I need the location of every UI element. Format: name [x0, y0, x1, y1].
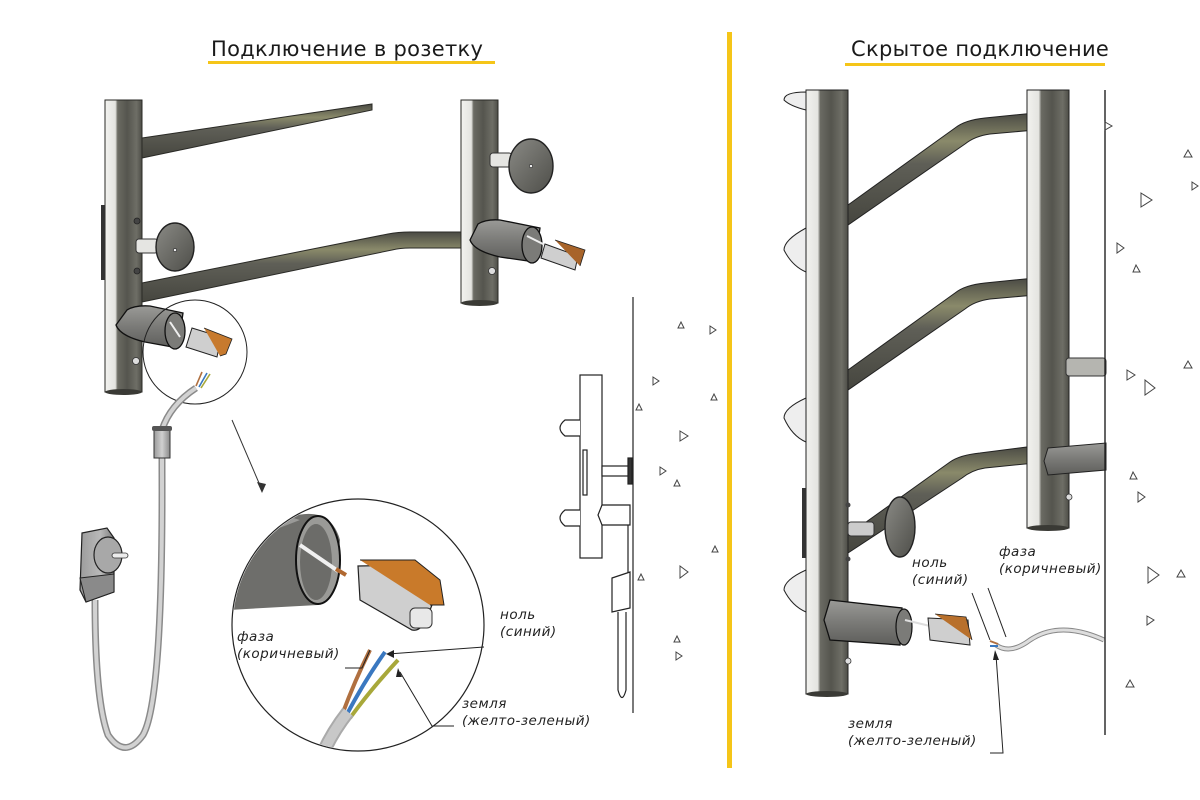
wire-yellow-green	[348, 658, 400, 720]
ground-text: земля	[462, 696, 507, 712]
right-phase-label: фаза (коричневый)	[999, 544, 1102, 578]
ground-color-text: (желто-зеленый)	[848, 733, 977, 749]
wall-concrete-texture-right	[1104, 121, 1199, 688]
right-neutral-label: ноль (синий)	[912, 555, 969, 589]
detail-arrow	[231, 419, 263, 491]
phase-color-text: (коричневый)	[999, 561, 1102, 577]
phase-color-text: (коричневый)	[237, 646, 340, 662]
neutral-text: ноль	[912, 555, 948, 571]
detail-callout-circle	[142, 299, 248, 405]
wall-mount-left	[135, 222, 195, 272]
side-view-wall-mount	[559, 297, 634, 713]
rail-2	[847, 277, 1036, 391]
left-ground-label: земля (желто-зеленый)	[462, 696, 591, 730]
left-panel-title: Подключение в розетку	[211, 37, 484, 61]
connection-sleeve-right	[469, 219, 586, 271]
wire-blue	[344, 650, 387, 717]
wall-mount-right	[489, 138, 554, 194]
rail-3	[847, 445, 1036, 554]
phase-text: фаза	[999, 544, 1037, 560]
left-phase-label: фаза (коричневый)	[237, 629, 340, 663]
right-title-underline	[845, 63, 1105, 66]
neutral-color-text: (синий)	[500, 624, 557, 640]
ground-color-text: (желто-зеленый)	[462, 713, 591, 729]
panel-divider	[727, 32, 732, 768]
left-towel-rail	[79, 99, 586, 751]
right-towel-rail	[783, 89, 1107, 754]
power-plug	[79, 527, 129, 603]
top-crossbar	[141, 103, 373, 159]
left-neutral-label: ноль (синий)	[500, 607, 557, 641]
wall-concrete-texture-left	[635, 320, 719, 661]
ground-text: земля	[848, 716, 893, 732]
right-ground-label: земля (желто-зеленый)	[848, 716, 977, 750]
phase-text: фаза	[237, 629, 275, 645]
rail-1	[847, 112, 1036, 226]
neutral-text: ноль	[500, 607, 536, 623]
right-panel-title: Скрытое подключение	[851, 37, 1110, 61]
neutral-color-text: (синий)	[912, 572, 969, 588]
left-title-underline	[208, 61, 495, 64]
side-bracket	[101, 205, 105, 280]
